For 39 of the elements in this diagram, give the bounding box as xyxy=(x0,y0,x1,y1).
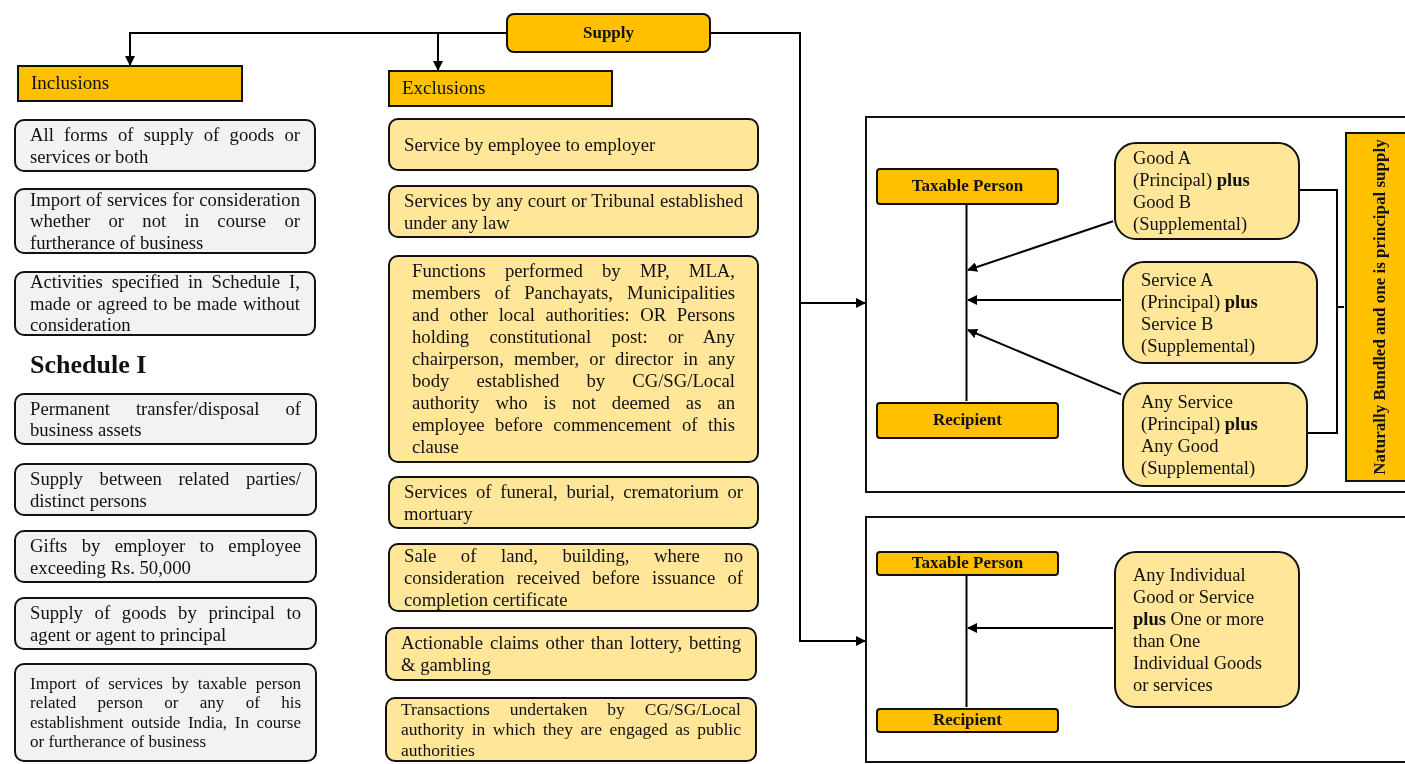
connector-line xyxy=(965,203,968,402)
inclusion-box: Import of services by taxable person related person or any of his establishment outside India, In course or furtherance of business xyxy=(14,663,317,762)
vertical-text: Naturally Bundled and one is principal supply xyxy=(1369,138,1390,477)
panel-frame xyxy=(865,516,1405,763)
party-box: Recipient xyxy=(876,708,1059,733)
connector-line xyxy=(1306,306,1345,434)
exclusion-box: Services of funeral, burial, crematorium or mortuary xyxy=(388,476,759,529)
exclusion-box: Sale of land, building, where no consideration received before issuance of completion certificate xyxy=(388,543,759,612)
panel-frame xyxy=(865,116,1405,493)
inclusion-box: Gifts by employer to employee exceeding Rs. 50,000 xyxy=(14,530,317,583)
party-box: Taxable Person xyxy=(876,168,1059,205)
section-heading: Schedule I xyxy=(30,350,147,380)
party-box: Taxable Person xyxy=(876,551,1059,576)
exclusion-box: Services by any court or Tribunal established under any law xyxy=(388,185,759,238)
bundle-box: Any Service (Principal) plus Any Good (Supplemental) xyxy=(1122,382,1308,487)
inclusion-box: Permanent transfer/disposal of business assets xyxy=(14,393,317,445)
bundle-box: Any Individual Good or Service plus One or more than One Individual Goods or services xyxy=(1114,551,1300,708)
vertical-label-bar xyxy=(1345,132,1405,482)
section-header-box: Inclusions xyxy=(17,65,243,102)
arrow xyxy=(967,623,1114,633)
bundle-box: Service A (Principal) plus Service B (Supplemental) xyxy=(1122,261,1318,364)
exclusion-box: Service by employee to employer xyxy=(388,118,759,171)
inclusion-box: Activities specified in Schedule I, made or agreed to be made without consideration xyxy=(14,271,316,336)
arrow xyxy=(967,220,1114,272)
inclusion-box: All forms of supply of goods or services or both xyxy=(14,119,316,172)
inclusion-box: Import of services for consideration whether or not in course or furtherance of business xyxy=(14,188,316,254)
party-box: Recipient xyxy=(876,402,1059,439)
exclusion-box: Functions performed by MP, MLA, members of Panchayats, Municipalities and other local authorities: OR Persons holding constitutional post: or Any chairperson, member, or director in any body established by CG/SG/Local authority who is not deemed as an employee before commencement of this clause xyxy=(388,255,759,463)
inclusion-box: Supply between related parties/ distinct persons xyxy=(14,463,317,516)
inclusion-box: Supply of goods by principal to agent or agent to principal xyxy=(14,597,317,650)
exclusion-box: Transactions undertaken by CG/SG/Local authority in which they are engaged as public authorities xyxy=(385,697,757,762)
arrow xyxy=(967,295,1122,305)
bundle-box: Good A (Principal) plus Good B (Supplemental) xyxy=(1114,142,1300,240)
header-box: Supply xyxy=(506,13,711,53)
exclusion-box: Actionable claims other than lottery, betting & gambling xyxy=(385,627,757,681)
connector-line xyxy=(965,574,968,708)
arrow xyxy=(433,32,507,71)
arrow xyxy=(967,328,1122,396)
section-header-box: Exclusions xyxy=(388,70,613,107)
